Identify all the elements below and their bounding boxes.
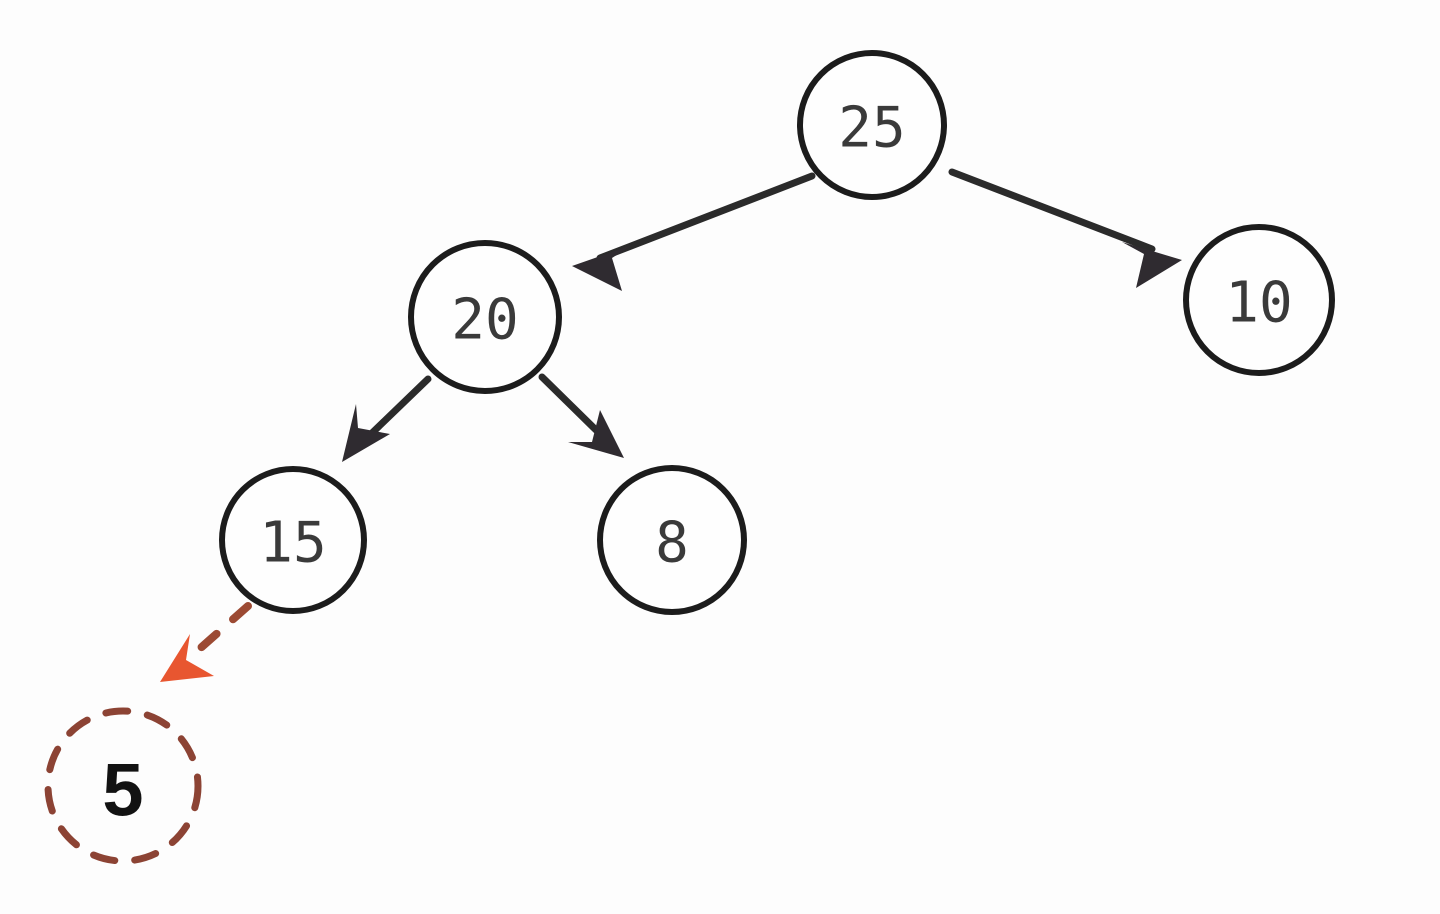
edge-25-to-20-line xyxy=(596,172,816,262)
tree-node-8-label: 8 xyxy=(655,511,689,576)
edge-25-to-10-line xyxy=(948,168,1156,253)
edge-15-to-5-pending xyxy=(160,602,252,682)
tree-node-25-label: 25 xyxy=(838,96,905,161)
tree-node-15-label: 15 xyxy=(259,511,326,576)
tree-node-10-label: 10 xyxy=(1225,271,1292,336)
edge-20-to-15-line xyxy=(368,375,432,437)
edge-20-to-8 xyxy=(538,373,624,458)
tree-node-10-circle[interactable] xyxy=(1183,224,1335,376)
edge-25-to-20-arrowhead xyxy=(572,245,632,291)
tree-node-20-circle[interactable] xyxy=(408,240,562,394)
edge-20-to-15-arrowhead xyxy=(342,404,390,462)
edge-15-to-5-arrowhead xyxy=(160,634,214,682)
edge-15-to-5-line xyxy=(192,602,252,656)
tree-node-25[interactable]: 25 xyxy=(797,50,947,200)
tree-node-20[interactable]: 20 xyxy=(408,240,562,394)
edge-25-to-10 xyxy=(948,168,1182,288)
tree-node-8[interactable]: 8 xyxy=(597,465,747,615)
tree-node-5-circle[interactable] xyxy=(44,707,202,865)
edge-20-to-15 xyxy=(342,375,432,462)
tree-node-5-label: 5 xyxy=(102,749,143,832)
tree-node-8-circle[interactable] xyxy=(597,465,747,615)
tree-node-5-pending[interactable]: 5 xyxy=(44,707,202,865)
tree-node-25-circle[interactable] xyxy=(797,50,947,200)
edge-25-to-20 xyxy=(572,172,816,291)
tree-node-15-circle[interactable] xyxy=(219,466,367,614)
tree-node-20-label: 20 xyxy=(451,288,518,353)
edge-20-to-8-line xyxy=(538,373,600,434)
edge-20-to-8-arrowhead xyxy=(568,410,624,458)
tree-node-15[interactable]: 15 xyxy=(219,466,367,614)
edge-25-to-10-arrowhead xyxy=(1122,242,1182,288)
tree-node-10[interactable]: 10 xyxy=(1183,224,1335,376)
